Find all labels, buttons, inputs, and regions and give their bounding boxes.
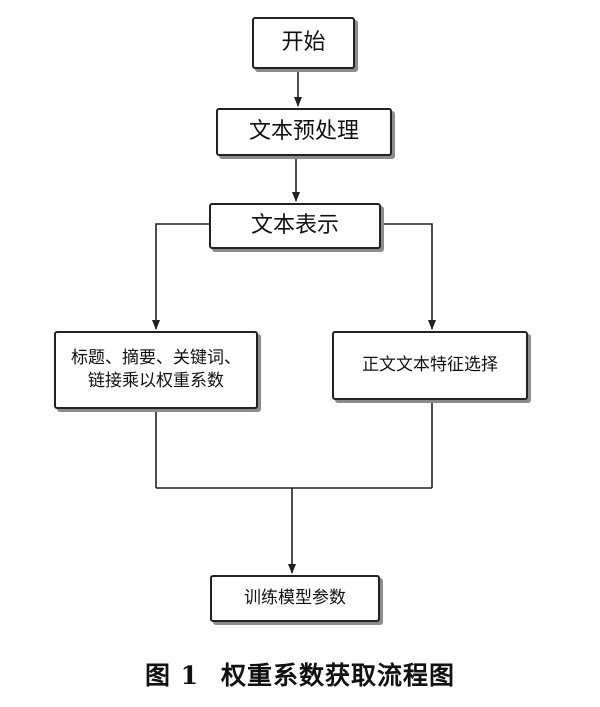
figure-number: 图 1	[144, 661, 200, 690]
representation-node: 文本表示	[209, 203, 381, 249]
figure-title: 权重系数获取流程图	[221, 661, 456, 690]
start-node: 开始	[252, 17, 355, 69]
figure-caption: 图 1 权重系数获取流程图	[0, 656, 600, 692]
arrow-representation-to-right-branch	[381, 223, 436, 330]
right-branch-node: 正文文本特征选择	[332, 331, 528, 400]
right-branch-node-label: 正文文本特征选择	[362, 355, 498, 376]
preprocess-node: 文本预处理	[216, 108, 392, 156]
representation-node-label: 文本表示	[250, 213, 339, 239]
left-branch-label-line1: 标题、摘要、关键词、	[71, 348, 241, 369]
left-branch-label-line2: 链接乘以权重系数	[88, 371, 224, 391]
left-branch-node: 标题、摘要、关键词、 链接乘以权重系数	[54, 331, 258, 409]
arrow-representation-to-left-branch	[152, 223, 209, 330]
start-node-label: 开始	[281, 30, 326, 56]
preprocess-node-label: 文本预处理	[248, 119, 359, 145]
train-node: 训练模型参数	[210, 575, 380, 622]
train-node-label: 训练模型参数	[244, 588, 346, 609]
